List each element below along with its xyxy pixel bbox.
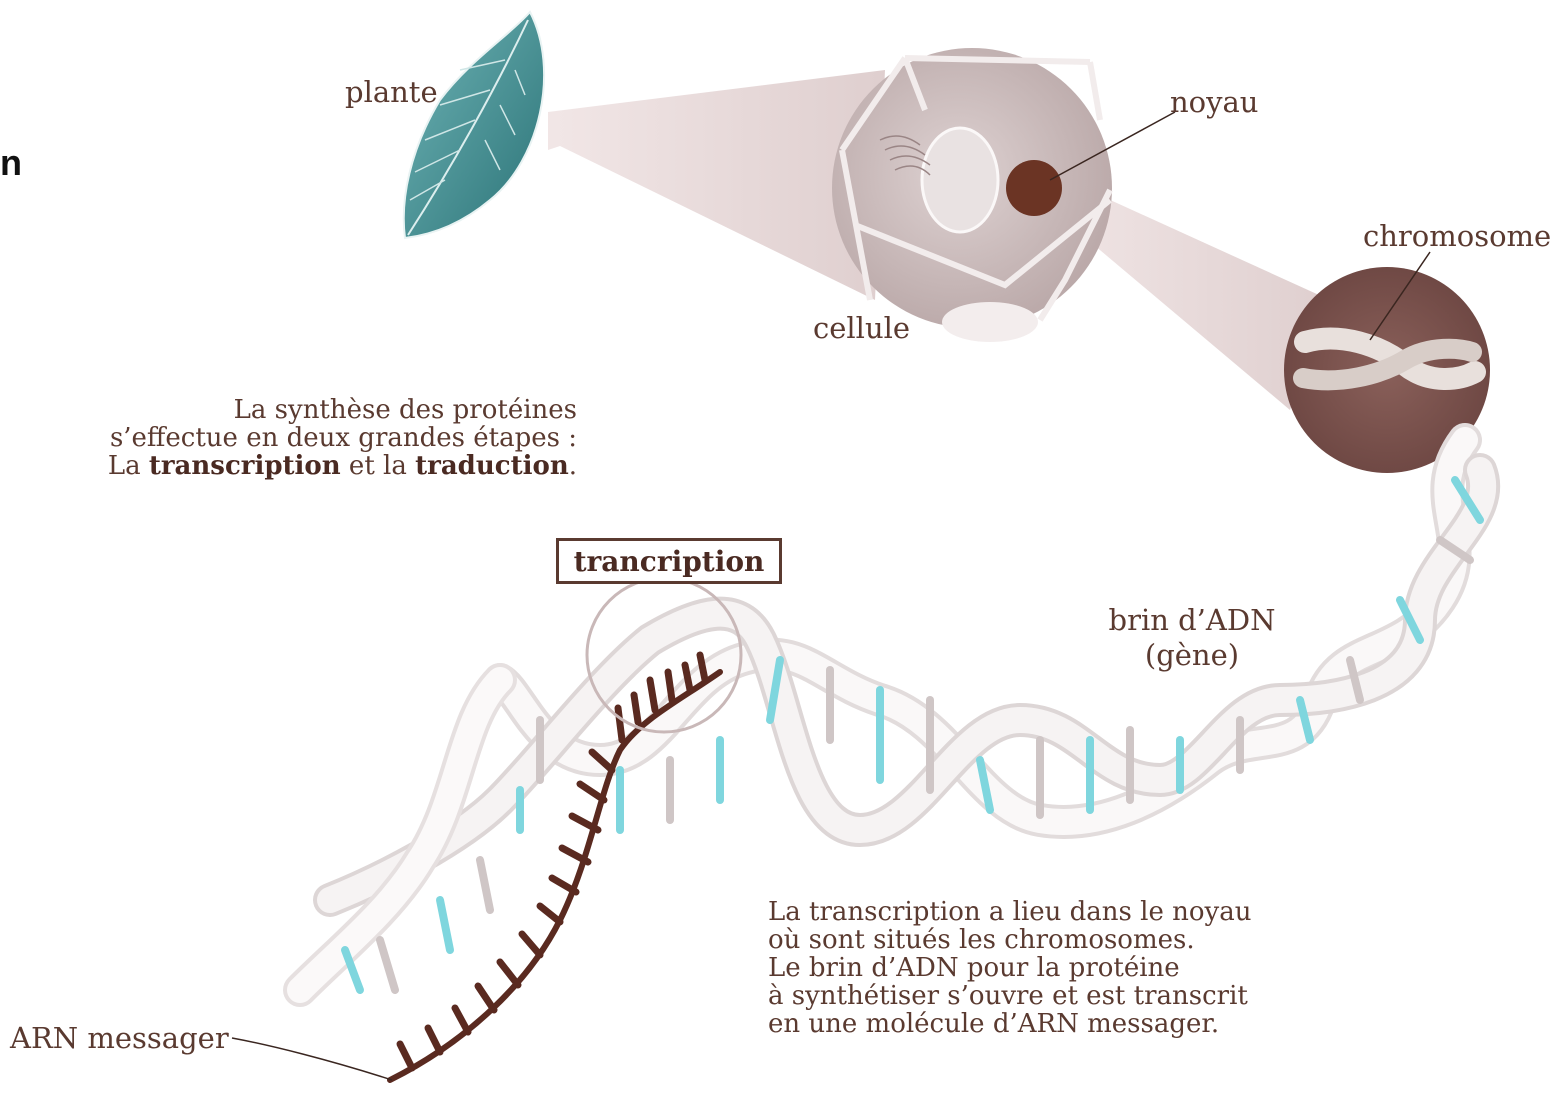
intro-line-3: La transcription et la traduction. — [108, 452, 577, 480]
description-line-4: à synthétiser s’ouvre et est transcrit — [768, 982, 1251, 1010]
intro-line-2: s’effectue en deux grandes étapes : — [108, 424, 577, 452]
label-brin-adn-line1: brin d’ADN — [1102, 606, 1282, 635]
intro-line-3-c: et la — [341, 451, 415, 481]
description-text: La transcription a lieu dans le noyau où… — [768, 898, 1251, 1038]
intro-keyword-traduction: traduction — [415, 451, 569, 481]
side-letter: n — [0, 142, 22, 184]
label-noyau: noyau — [1170, 88, 1259, 117]
label-brin-adn-line2: (gène) — [1102, 641, 1282, 670]
description-line-3: Le brin d’ADN pour la protéine — [768, 954, 1251, 982]
label-cellule: cellule — [813, 314, 910, 343]
description-line-1: La transcription a lieu dans le noyau — [768, 898, 1251, 926]
intro-line-3-e: . — [569, 451, 577, 481]
label-chromosome: chromosome — [1363, 222, 1551, 251]
intro-line-1: La synthèse des protéines — [108, 396, 577, 424]
arn-pointer — [232, 1038, 392, 1080]
label-plante: plante — [345, 78, 438, 107]
intro-text: La synthèse des protéines s’effectue en … — [108, 396, 577, 480]
nucleus-dot — [1006, 160, 1062, 216]
description-line-5: en une molécule d’ARN messager. — [768, 1010, 1251, 1038]
intro-line-3-a: La — [108, 451, 149, 481]
label-arn-messager: ARN messager — [10, 1024, 229, 1053]
leaf-illustration — [404, 12, 544, 238]
label-brin-adn: brin d’ADN (gène) — [1102, 606, 1282, 670]
intro-keyword-transcription: transcription — [149, 451, 341, 481]
step-box-transcription: trancription — [556, 538, 782, 584]
description-line-2: où sont situés les chromosomes. — [768, 926, 1251, 954]
